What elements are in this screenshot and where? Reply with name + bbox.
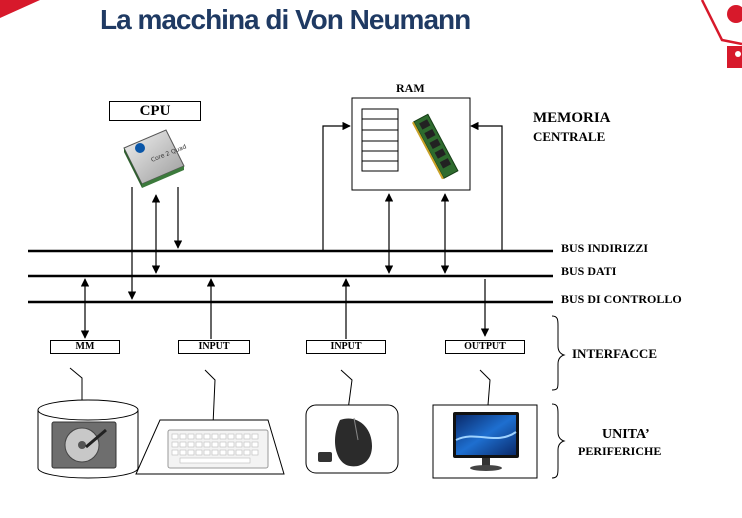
bus-dati-label: BUS DATI (561, 264, 617, 278)
cpu-label: CPU (139, 103, 171, 119)
interface-output-label: OUTPUT (464, 341, 506, 352)
unita-label-2: PERIFERICHE (578, 444, 662, 458)
keyboard-device (135, 419, 285, 475)
bus-controllo-label: BUS DI CONTROLLO (561, 292, 682, 306)
memoria-label-1: MEMORIA (533, 110, 611, 126)
interfacce-label: INTERFACCE (572, 346, 657, 361)
interface-bus-arrows (80, 278, 490, 339)
ram-module-icon (411, 113, 459, 180)
interface-input-1-label: INPUT (198, 341, 230, 352)
hard-disk-device (37, 399, 139, 479)
interface-input-1-box: INPUT (178, 340, 250, 354)
device-links (69, 367, 491, 426)
logo-corner (0, 0, 742, 68)
ram-bus-arrows (322, 121, 503, 274)
interface-mm-label: MM (75, 341, 95, 352)
cpu-label-box: CPU (109, 101, 201, 121)
ram-label: RAM (396, 81, 425, 95)
mouse-device (305, 404, 399, 474)
interface-input-2-box: INPUT (306, 340, 386, 354)
cpu-bus-arrows (127, 187, 183, 300)
interface-mm-box: MM (50, 340, 120, 354)
interface-input-2-label: INPUT (330, 341, 362, 352)
bus-indirizzi-label: BUS INDIRIZZI (561, 241, 649, 255)
unita-brace (551, 403, 566, 479)
monitor-device (432, 404, 538, 479)
page-title: La macchina di Von Neumann (100, 4, 471, 35)
memoria-label-2: CENTRALE (533, 129, 606, 144)
cpu-chip-icon: Core 2 Quad (123, 129, 188, 188)
interface-output-box: OUTPUT (445, 340, 525, 354)
ram-box (351, 97, 471, 191)
unita-label-1: UNITA’ (602, 427, 650, 442)
interfacce-brace (551, 315, 566, 391)
